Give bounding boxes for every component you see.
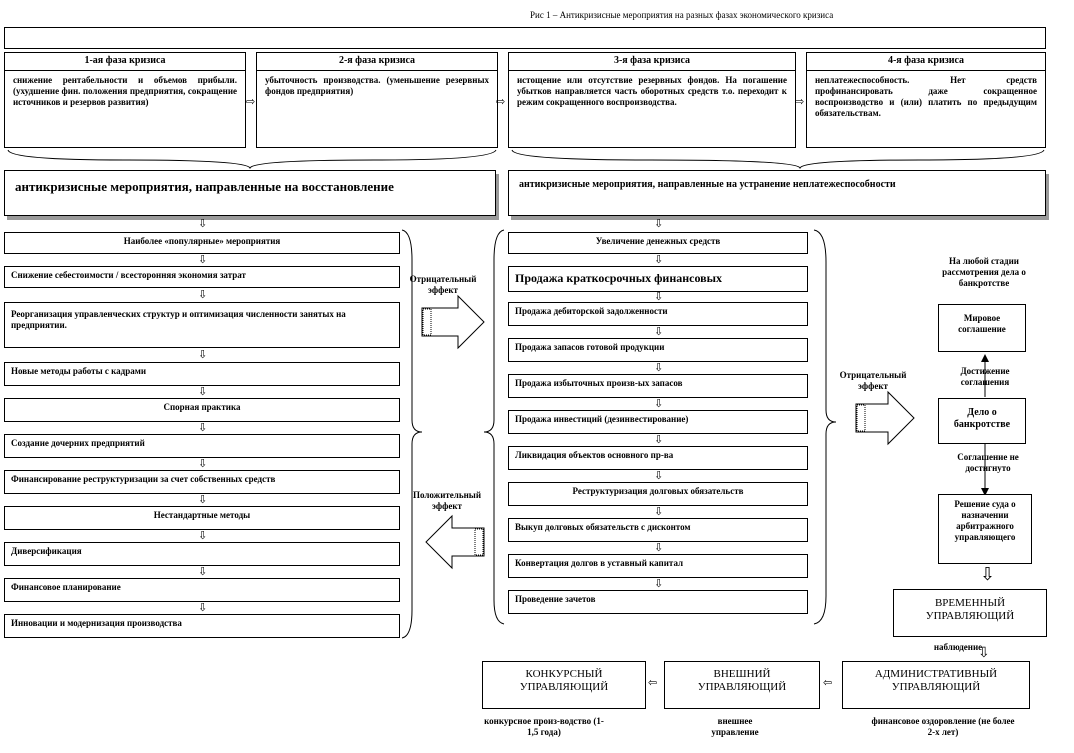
negative-effect-label-2: Отрицательный эффект	[839, 370, 907, 391]
competitive-manager-box: КОНКУРСНЫЙ УПРАВЛЯЮЩИЙ	[482, 661, 646, 709]
phase-arrow-1-icon: ⇨	[246, 95, 256, 108]
phase-4-title: 4-я фаза кризиса	[807, 53, 1045, 71]
left-item-subsidiaries: Создание дочерних предприятий	[4, 434, 400, 458]
right-header: антикризисные мероприятия, направленные …	[519, 179, 896, 190]
down-arrow-icon: ⇩	[198, 493, 208, 506]
phase-3-box: 3-я фаза кризиса истощение или отсутстви…	[508, 52, 796, 148]
down-arrow-icon: ⇩	[654, 253, 664, 266]
down-arrow-icon: ⇩	[654, 505, 664, 518]
right-header-box: антикризисные мероприятия, направленные …	[508, 170, 1046, 216]
right-item-excess-stock: Продажа избыточных произв-ых запасов	[508, 374, 808, 398]
right-item-finished-goods: Продажа запасов готовой продукции	[508, 338, 808, 362]
phase-3-title: 3-я фаза кризиса	[509, 53, 795, 71]
down-arrow-icon: ⇩	[654, 433, 664, 446]
down-arrow-icon: ⇩	[980, 564, 996, 585]
phase-2-box: 2-я фаза кризиса убыточность производств…	[256, 52, 498, 148]
right-item-buyback: Выкуп долговых обязательств с дисконтом	[508, 518, 808, 542]
phase-2-text: убыточность производства. (уменьшение ре…	[265, 75, 489, 96]
negative-effect-label: Отрицательный эффект	[409, 274, 477, 295]
left-header: антикризисные мероприятия, направленные …	[15, 179, 394, 194]
down-arrow-icon: ⇩	[198, 288, 208, 301]
positive-effect-label: Положительный эффект	[412, 490, 482, 511]
bankruptcy-case-box: Дело о банкротстве	[938, 398, 1026, 444]
left-item-cost: Снижение себестоимости / всесторонняя эк…	[4, 266, 400, 288]
down-arrow-icon: ⇩	[654, 469, 664, 482]
phase-arrow-3-icon: ⇨	[795, 95, 805, 108]
phase-2-title: 2-я фаза кризиса	[257, 53, 497, 71]
down-arrow-icon: ⇩	[198, 348, 208, 361]
down-arrow-icon: ⇩	[198, 529, 208, 542]
left-item-diversification: Диверсификация	[4, 542, 400, 566]
left-item-financing: Финансирование реструктуризации за счет …	[4, 470, 400, 494]
right-item-receivables: Продажа дебиторской задолженности	[508, 302, 808, 326]
phase-1-box: 1-ая фаза кризиса снижение рентабельност…	[4, 52, 246, 148]
left-arrow-icon: ⇦	[648, 676, 658, 689]
left-item-disputed: Спорная практика	[4, 398, 400, 422]
down-arrow-icon: ⇩	[198, 385, 208, 398]
down-arrow-icon: ⇩	[198, 253, 208, 266]
down-arrow-icon: ⇩	[654, 361, 664, 374]
admin-note: финансовое оздоровление (не более 2-х ле…	[871, 716, 1015, 737]
phase-3-text: истощение или отсутствие резервных фондо…	[517, 75, 787, 107]
right-item-cash: Увеличение денежных средств	[508, 232, 808, 254]
left-item-nonstandard: Нестандартные методы	[4, 506, 400, 530]
court-decision-box: Решение суда о назначении арбитражного у…	[938, 494, 1032, 564]
settlement-reached-label: Достижение соглашения	[960, 366, 1010, 387]
down-arrow-icon: ⇩	[654, 217, 664, 230]
left-item-reorg: Реорганизация управленческих структур и …	[4, 302, 400, 348]
down-arrow-icon: ⇩	[654, 397, 664, 410]
temporary-manager-box: ВРЕМЕННЫЙ УПРАВЛЯЮЩИЙ	[893, 589, 1047, 637]
down-arrow-icon: ⇩	[654, 325, 664, 338]
right-item-divestment: Продажа инвестиций (дезинвестирование)	[508, 410, 808, 434]
administrative-manager-box: АДМИНИСТРАТИВНЫЙ УПРАВЛЯЮЩИЙ	[842, 661, 1030, 709]
down-arrow-icon: ⇩	[198, 601, 208, 614]
left-arrow-icon: ⇦	[823, 676, 833, 689]
competitive-note: конкурсное произ-водство (1-1,5 года)	[484, 716, 604, 737]
external-note: внешнее управление	[711, 716, 759, 737]
left-item-popular: Наиболее «популярные» мероприятия	[4, 232, 400, 254]
down-arrow-icon: ⇩	[198, 421, 208, 434]
external-manager-box: ВНЕШНИЙ УПРАВЛЯЮЩИЙ	[664, 661, 820, 709]
figure-caption: Рис 1 – Антикризисные мероприятия на раз…	[530, 10, 834, 20]
down-arrow-icon: ⇩	[978, 645, 990, 661]
phase-4-text: неплатежеспособность. Нет средств профин…	[815, 75, 1037, 118]
left-item-planning: Финансовое планирование	[4, 578, 400, 602]
right-item-offsets: Проведение зачетов	[508, 590, 808, 614]
right-item-restructuring: Реструктуризация долговых обязательств	[508, 482, 808, 506]
phase-arrow-2-icon: ⇨	[496, 95, 506, 108]
not-reached-label: Соглашение не достигнуто	[957, 452, 1019, 473]
any-stage-note: На любой стадии рассмотрения дела о банк…	[942, 256, 1026, 288]
down-arrow-icon: ⇩	[198, 457, 208, 470]
phase-1-title: 1-ая фаза кризиса	[5, 53, 245, 71]
phases-frame	[4, 27, 1046, 49]
left-item-hr: Новые методы работы с кадрами	[4, 362, 400, 386]
left-item-innovation: Инновации и модернизация производства	[4, 614, 400, 638]
down-arrow-icon: ⇩	[198, 565, 208, 578]
phase-4-box: 4-я фаза кризиса неплатежеспособность. Н…	[806, 52, 1046, 148]
right-item-liquidation: Ликвидация объектов основного пр-ва	[508, 446, 808, 470]
observation-label: наблюдение	[933, 642, 983, 652]
down-arrow-icon: ⇩	[654, 290, 664, 303]
down-arrow-icon: ⇩	[198, 217, 208, 230]
phase-1-text: снижение рентабельности и объемов прибыл…	[13, 75, 237, 107]
right-item-short-term: Продажа краткосрочных финансовых	[508, 266, 808, 292]
down-arrow-icon: ⇩	[654, 577, 664, 590]
right-item-conversion: Конвертация долгов в уставный капитал	[508, 554, 808, 578]
settlement-box: Мировое соглашение	[938, 304, 1026, 352]
left-header-box: антикризисные мероприятия, направленные …	[4, 170, 496, 216]
down-arrow-icon: ⇩	[654, 541, 664, 554]
